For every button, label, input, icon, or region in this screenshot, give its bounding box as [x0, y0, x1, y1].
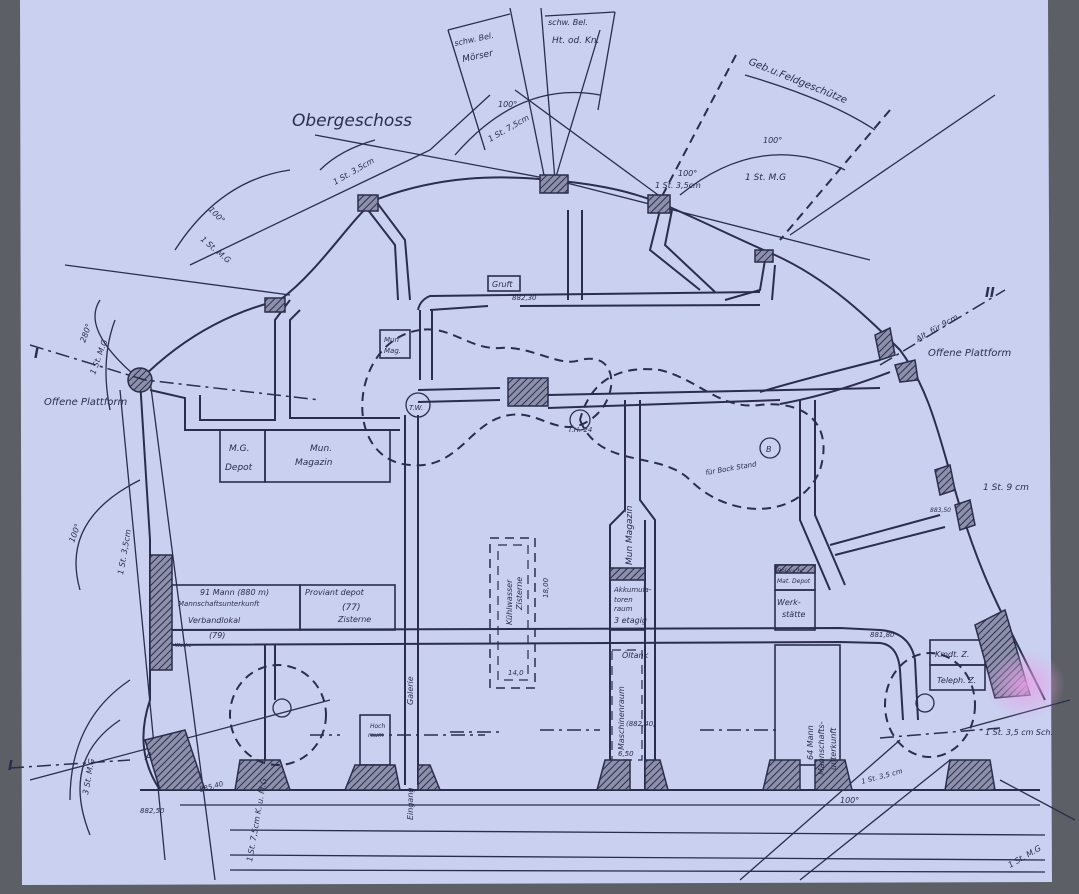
- room-label: Depot: [225, 463, 253, 473]
- room-label: stätte: [782, 610, 805, 619]
- dimension-label: 6,50: [618, 750, 634, 758]
- sector-label: schw. Bel.: [548, 18, 588, 27]
- room-label: raum: [614, 605, 633, 613]
- room-label: Wache: [175, 643, 192, 649]
- section-marker-left: I: [34, 347, 39, 362]
- dimension-label: 14,0: [508, 669, 524, 677]
- section-marker-bottom: I: [8, 759, 13, 774]
- gun-label: 1 St. 3,5cm: [655, 181, 701, 190]
- room-label: Zisterne: [515, 577, 524, 611]
- room-label: (79): [209, 631, 225, 640]
- room-label: Eingang: [406, 788, 415, 820]
- elevation-label: 883,50: [930, 507, 951, 514]
- room-label: toren: [614, 596, 633, 604]
- room-label: Proviant depot: [305, 588, 365, 597]
- room-label: T.H. 24: [568, 426, 592, 434]
- elevation-label: 882,30: [512, 294, 537, 302]
- room-label: raum: [368, 732, 384, 739]
- room-label: Öltank: [622, 650, 649, 660]
- room-label: Mannschaftsunterkunft: [178, 600, 259, 608]
- room-label: Verbandlokal: [188, 616, 241, 625]
- elevation-label: 881,80: [870, 631, 895, 639]
- platform-label-left: Offene Plattform: [44, 397, 127, 408]
- room-label: Beleucht.: [777, 568, 805, 575]
- corridors: [149, 199, 946, 790]
- room-label: Magazin: [295, 458, 333, 468]
- room-label: Akkumula-: [613, 586, 652, 594]
- room-label: 18,00: [542, 577, 550, 598]
- section-marker-right: II: [985, 286, 995, 301]
- room-label: Gruft: [492, 280, 513, 289]
- paper-sheet: [20, 0, 1052, 885]
- gun-label: 1 St. 9 cm: [983, 483, 1029, 493]
- room-label: Mannschafts-: [817, 721, 826, 775]
- room-label: unterkunft: [829, 727, 838, 770]
- room-label: Kmdt. Z.: [935, 650, 969, 659]
- sector-label: Ht. od. Kn.: [552, 36, 599, 46]
- room-label: Zisterne: [337, 615, 371, 624]
- angle-label: 100°: [678, 169, 697, 178]
- elevation-label: (882,40): [626, 720, 656, 728]
- range-circles: [229, 328, 976, 766]
- room-label: (77): [342, 603, 360, 613]
- section-lines: [9, 289, 1006, 769]
- room-label: Galerie: [406, 676, 415, 705]
- room-label: Teleph. Z.: [937, 676, 976, 685]
- room-label: Hoch: [370, 723, 385, 730]
- room-label: Maschinenraum: [617, 686, 626, 750]
- room-label: Werk-: [777, 598, 801, 607]
- room-label: A: [144, 750, 153, 763]
- projector-glare: [985, 650, 1065, 720]
- room-label: Mun.: [310, 444, 332, 454]
- room-label: 64 Mann: [806, 725, 815, 760]
- room-label: Kühlwasser: [505, 579, 514, 625]
- room-label: 3 etagig: [614, 616, 647, 625]
- room-label: Mat. Depot: [777, 578, 811, 585]
- platform-label-right: Offene Plattform: [928, 348, 1011, 359]
- room-label: B: [766, 445, 772, 454]
- hatched-wall-masses: [127, 174, 1031, 791]
- gun-label: 1 St. M.G: [745, 173, 786, 183]
- gun-label: 1 St. 3,5 cm Sch.: [985, 728, 1053, 737]
- room-label: 91 Mann (880 m): [200, 588, 269, 597]
- angle-label: 100°: [840, 796, 859, 805]
- elevation-label: 882,50: [140, 807, 165, 815]
- room-label: Mun Magazin: [625, 505, 635, 565]
- room-label: Mag.: [384, 347, 401, 355]
- room-label: Mun: [384, 336, 399, 344]
- angle-label: 100°: [498, 100, 517, 109]
- floor-title: Obergeschoss: [292, 111, 412, 131]
- room-label: M.G.: [229, 444, 249, 454]
- angle-label: 100°: [763, 136, 782, 145]
- room-label: T.W.: [409, 404, 423, 412]
